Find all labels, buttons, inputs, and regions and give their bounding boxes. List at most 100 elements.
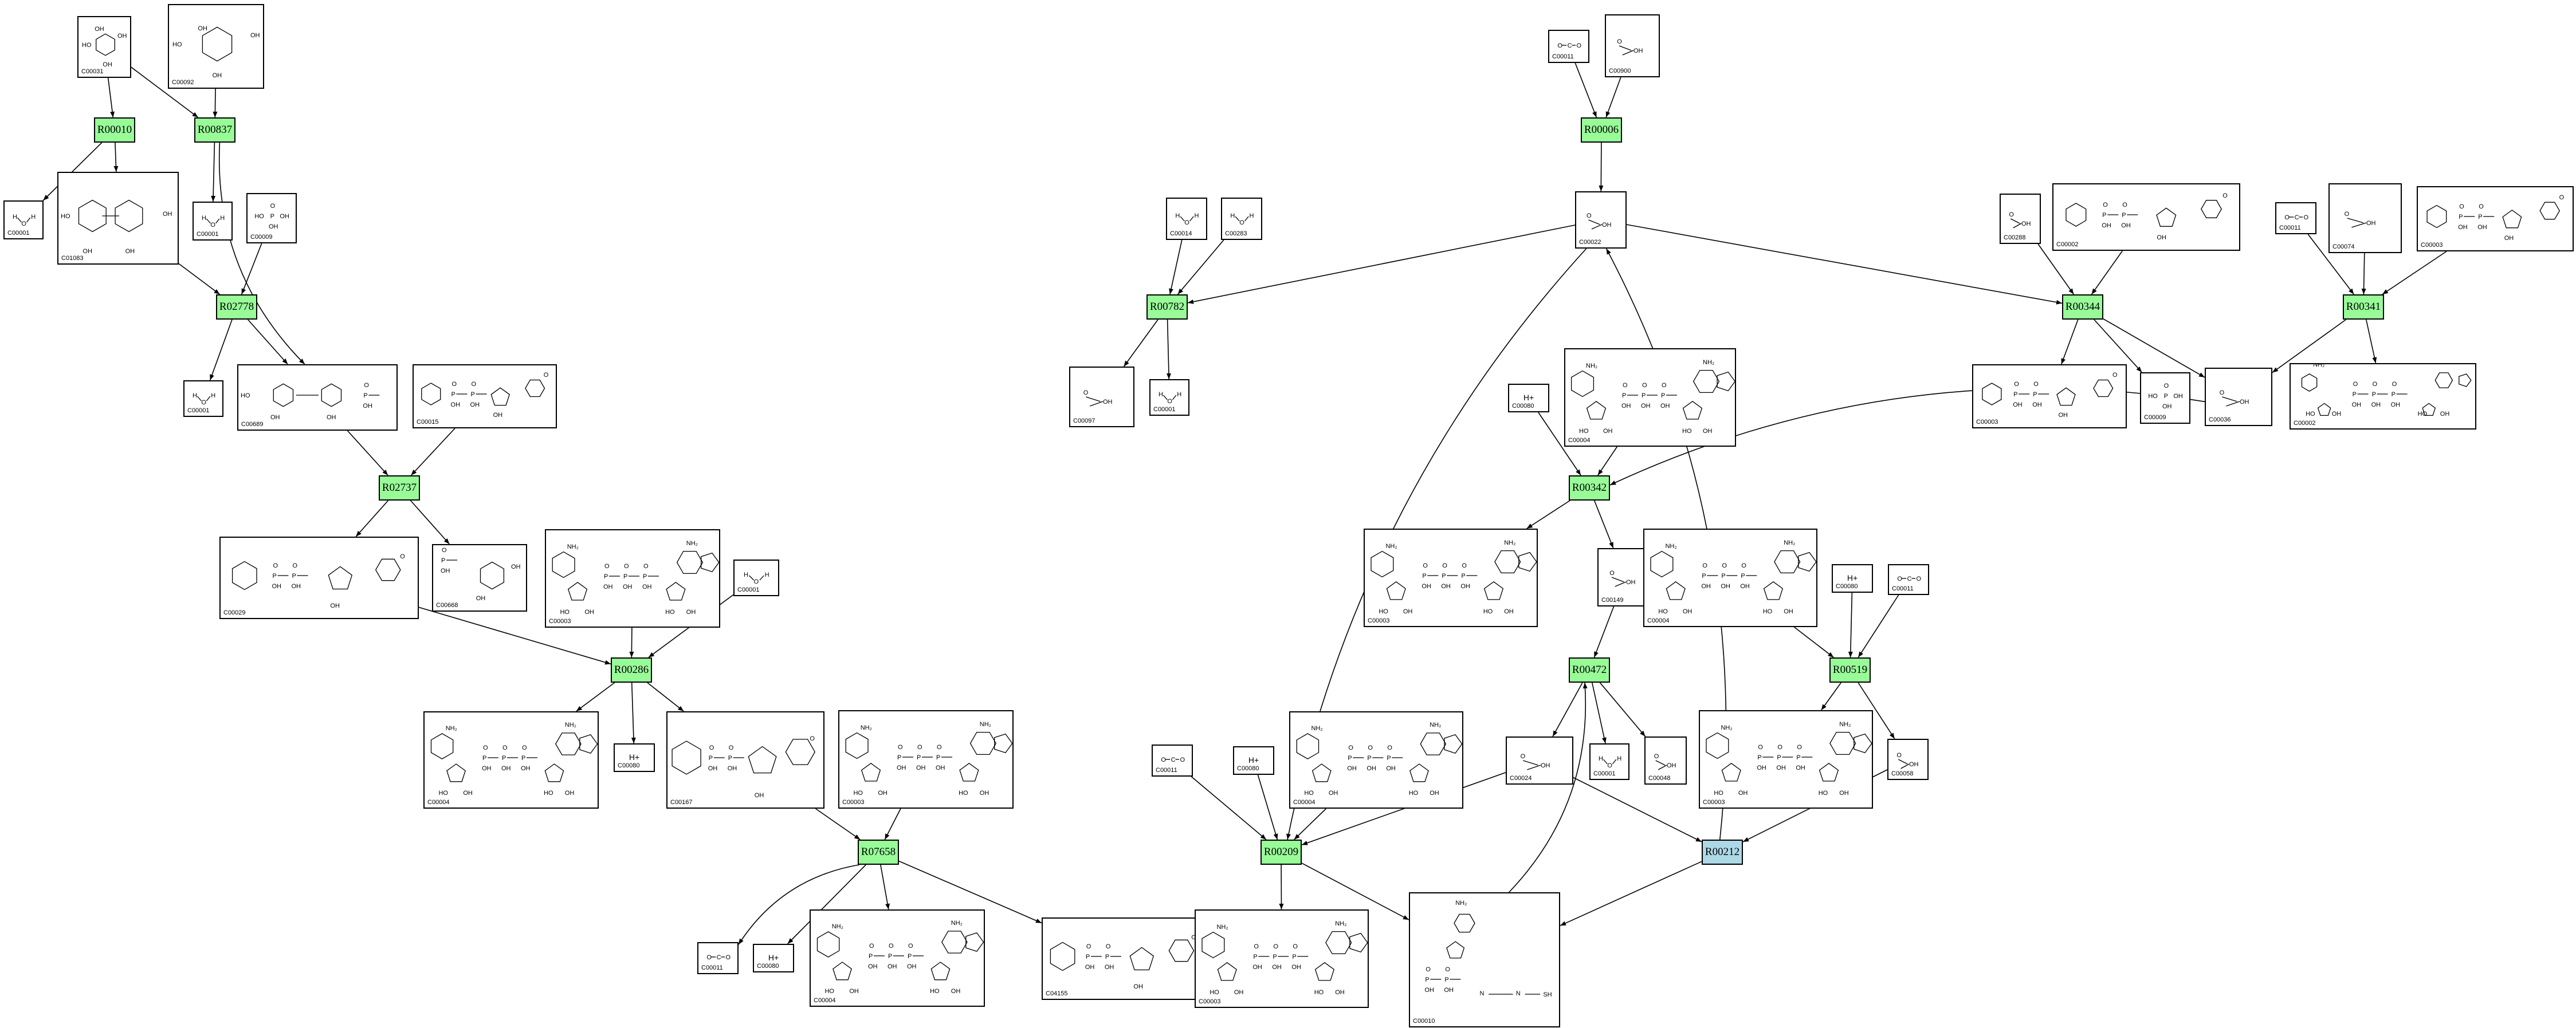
reaction-node-r00006[interactable]: R00006	[1581, 117, 1622, 143]
svg-text:OH: OH	[1234, 989, 1244, 996]
svg-text:HO: HO	[544, 790, 553, 797]
compound-id: C00048	[1648, 775, 1671, 782]
svg-text:OH: OH	[878, 790, 888, 797]
structure-image: OOH	[1521, 753, 1550, 770]
edge-c17-R07658	[884, 808, 901, 840]
compound-node-c00002[interactable]: NH₂HOOHPOOHPOOHPOOHNH₂HOOHC00002	[2290, 363, 2476, 430]
svg-text:O: O	[1758, 744, 1763, 751]
compound-node-c00080[interactable]: H+C00080	[1508, 384, 1549, 412]
compound-id: C00167	[670, 799, 693, 806]
compound-node-c00080[interactable]: H+C00080	[1832, 564, 1873, 593]
svg-text:OH: OH	[565, 790, 575, 797]
svg-text:O: O	[2345, 211, 2350, 218]
compound-node-c00080[interactable]: H+C00080	[614, 743, 655, 772]
svg-text:O: O	[1273, 943, 1278, 950]
svg-text:HO: HO	[1379, 608, 1388, 615]
reaction-node-r00209[interactable]: R00209	[1260, 840, 1302, 865]
svg-text:P: P	[2478, 214, 2482, 220]
reaction-node-r00472[interactable]: R00472	[1569, 657, 1610, 683]
reaction-node-r00286[interactable]: R00286	[611, 657, 652, 683]
edge-R00010-c4	[113, 142, 119, 172]
reaction-node-r02737[interactable]: R02737	[379, 475, 420, 501]
svg-text:OH: OH	[2440, 411, 2450, 417]
reaction-node-r00837[interactable]: R00837	[194, 117, 235, 143]
svg-text:NH₂: NH₂	[1586, 363, 1597, 369]
compound-id: C00024	[1510, 775, 1532, 782]
reaction-node-r00519[interactable]: R00519	[1829, 657, 1871, 683]
reaction-node-r00342[interactable]: R00342	[1569, 475, 1610, 501]
svg-text:P: P	[897, 754, 901, 761]
reaction-node-r00344[interactable]: R00344	[2062, 294, 2103, 320]
reaction-node-r02778[interactable]: R02778	[216, 294, 257, 320]
compound-node-c00080[interactable]: H+C00080	[1233, 746, 1274, 775]
svg-text:P: P	[2372, 391, 2376, 398]
svg-text:OH: OH	[907, 963, 917, 970]
svg-text:OH: OH	[2332, 411, 2342, 417]
reaction-node-r00010[interactable]: R00010	[94, 117, 135, 143]
svg-text:OH: OH	[728, 765, 737, 772]
svg-text:C: C	[1171, 757, 1176, 763]
compound-node-c00080[interactable]: H+C00080	[753, 944, 794, 972]
reaction-node-r00212[interactable]: R00212	[1702, 840, 1743, 865]
reaction-node-r00341[interactable]: R00341	[2343, 294, 2384, 320]
edge-R00212-c54	[1560, 861, 1702, 926]
edge-c16-R07658	[815, 808, 861, 840]
svg-text:NH₂: NH₂	[1216, 924, 1228, 931]
svg-text:OH: OH	[511, 564, 521, 570]
reaction-node-r07658[interactable]: R07658	[858, 840, 899, 865]
svg-text:P: P	[2033, 391, 2037, 398]
edge-c46-R00209	[1257, 774, 1278, 840]
reaction-node-r00782[interactable]: R00782	[1146, 294, 1188, 320]
edge-R07658-c20	[880, 864, 890, 910]
